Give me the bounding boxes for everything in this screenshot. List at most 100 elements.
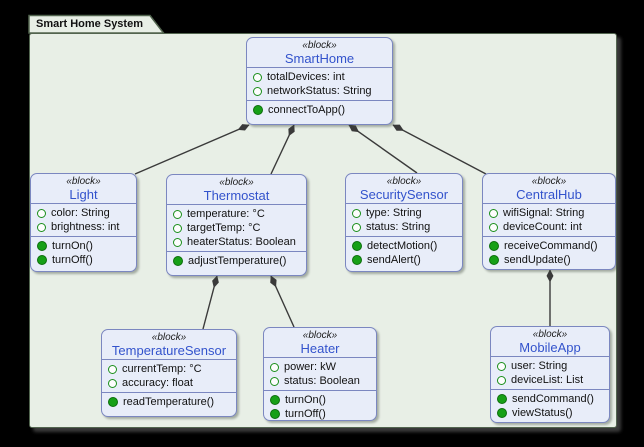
attribute-text: accuracy: float xyxy=(122,377,193,389)
operation-text: connectToApp() xyxy=(268,104,346,116)
edge-smart-home-security-sensor xyxy=(348,124,418,174)
block-name: Thermostat xyxy=(203,188,270,203)
block-stereotype: «block» xyxy=(531,176,567,187)
operation-text: turnOff() xyxy=(285,408,326,420)
attribute-text: temperature: °C xyxy=(187,208,265,220)
operation-text: sendAlert() xyxy=(367,254,421,266)
attribute-icon xyxy=(173,209,182,219)
attribute-icon xyxy=(173,237,182,247)
block-operations: readTemperature() xyxy=(102,392,236,416)
attribute-row: temperature: °C xyxy=(173,207,300,221)
edge-smart-home-thermostat xyxy=(270,124,295,175)
attribute-row: status: String xyxy=(352,220,456,234)
operation-text: viewStatus() xyxy=(512,407,573,419)
block-header: «block»Heater xyxy=(264,328,376,357)
attribute-row: wifiSignal: String xyxy=(489,206,609,220)
edge-thermostat-temperature-sensor xyxy=(202,275,219,330)
operation-row: turnOff() xyxy=(270,407,370,420)
attribute-row: deviceCount: int xyxy=(489,220,609,234)
attribute-text: heaterStatus: Boolean xyxy=(187,236,296,248)
operation-text: readTemperature() xyxy=(123,396,215,408)
block-header: «block»SmartHome xyxy=(247,38,392,67)
operation-icon xyxy=(37,241,47,251)
operation-row: detectMotion() xyxy=(352,239,456,253)
attribute-row: deviceList: List xyxy=(497,373,603,387)
operation-text: turnOn() xyxy=(52,240,93,252)
attribute-icon xyxy=(253,72,262,82)
operation-text: sendUpdate() xyxy=(504,254,571,266)
attribute-row: networkStatus: String xyxy=(253,84,386,98)
attribute-text: type: String xyxy=(366,207,422,219)
operation-row: viewStatus() xyxy=(497,406,603,420)
block-attributes: currentTemp: °C accuracy: float xyxy=(102,359,236,392)
attribute-icon xyxy=(497,361,506,371)
block-header: «block»SecuritySensor xyxy=(346,174,462,203)
attribute-row: heaterStatus: Boolean xyxy=(173,235,300,249)
operation-text: sendCommand() xyxy=(512,393,594,405)
attribute-row: type: String xyxy=(352,206,456,220)
block-header: «block»Thermostat xyxy=(167,175,306,204)
attribute-text: status: String xyxy=(366,221,431,233)
block-operations: adjustTemperature() xyxy=(167,251,306,275)
attribute-row: color: String xyxy=(37,206,130,220)
operation-icon xyxy=(253,105,263,115)
attribute-text: deviceCount: int xyxy=(503,221,582,233)
operation-icon xyxy=(352,241,362,251)
operation-row: sendUpdate() xyxy=(489,253,609,267)
attribute-row: brightness: int xyxy=(37,220,130,234)
attribute-icon xyxy=(489,222,498,232)
block-name: MobileApp xyxy=(519,340,581,355)
operation-row: connectToApp() xyxy=(253,103,386,117)
block-heater[interactable]: «block»Heater power: kW status: Boolean tur… xyxy=(263,327,377,421)
block-security-sensor[interactable]: «block»SecuritySensor type: String status:… xyxy=(345,173,463,272)
operation-icon xyxy=(497,394,507,404)
operation-icon xyxy=(108,397,118,407)
block-header: «block»TemperatureSensor xyxy=(102,330,236,359)
block-temperature-sensor[interactable]: «block»TemperatureSensor currentTemp: °C a… xyxy=(101,329,237,417)
attribute-text: totalDevices: int xyxy=(267,71,345,83)
block-header: «block»MobileApp xyxy=(491,327,609,356)
attribute-text: currentTemp: °C xyxy=(122,363,202,375)
attribute-text: targetTemp: °C xyxy=(187,222,261,234)
block-operations: detectMotion() sendAlert() xyxy=(346,236,462,271)
edge-thermostat-heater xyxy=(270,275,295,328)
block-attributes: power: kW status: Boolean xyxy=(264,357,376,390)
block-name: SecuritySensor xyxy=(359,187,449,202)
block-name: CentralHub xyxy=(516,187,582,202)
attribute-text: status: Boolean xyxy=(284,375,360,387)
block-attributes: temperature: °C targetTemp: °C heaterStatu… xyxy=(167,204,306,251)
frame-title: Smart Home System xyxy=(36,18,143,30)
block-attributes: type: String status: String xyxy=(346,203,462,236)
operation-icon xyxy=(489,241,499,251)
attribute-icon xyxy=(497,375,506,385)
attribute-icon xyxy=(108,364,117,374)
attribute-icon xyxy=(253,86,262,96)
attribute-text: power: kW xyxy=(284,361,336,373)
block-stereotype: «block» xyxy=(532,329,568,340)
attribute-icon xyxy=(37,208,46,218)
operation-icon xyxy=(270,395,280,405)
block-operations: connectToApp() xyxy=(247,100,392,124)
operation-row: turnOff() xyxy=(37,253,130,267)
block-thermostat[interactable]: «block»Thermostat temperature: °C targetTe… xyxy=(166,174,307,276)
operation-text: adjustTemperature() xyxy=(188,255,287,267)
edge-smart-home-light xyxy=(134,124,250,175)
attribute-row: totalDevices: int xyxy=(253,70,386,84)
operation-icon xyxy=(352,255,362,265)
block-name: SmartHome xyxy=(284,51,355,66)
attribute-text: color: String xyxy=(51,207,110,219)
operation-text: receiveCommand() xyxy=(504,240,598,252)
operation-text: turnOn() xyxy=(285,394,326,406)
operation-text: detectMotion() xyxy=(367,240,438,252)
attribute-icon xyxy=(270,362,279,372)
operation-icon xyxy=(489,255,499,265)
attribute-icon xyxy=(352,222,361,232)
